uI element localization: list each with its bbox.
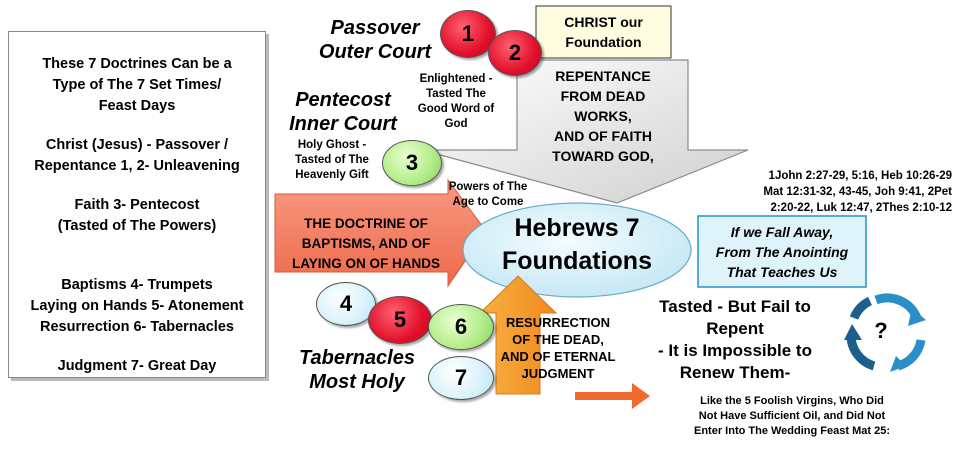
enlightened-text: Enlightened - Tasted The Good Word of Go… bbox=[417, 73, 495, 130]
small-right-arrow bbox=[575, 383, 650, 409]
panel-para-5: Judgment 7- Great Day bbox=[57, 358, 217, 374]
fall-away-box bbox=[697, 215, 867, 288]
circle-6: 6 bbox=[428, 304, 494, 350]
circle-4: 4 bbox=[316, 282, 376, 326]
tabernacles-title: Tabernacles Most Holy bbox=[299, 347, 415, 393]
passover-title: Passover Outer Court bbox=[318, 17, 432, 63]
powers-text: Powers of The Age to Come bbox=[448, 181, 528, 208]
circle-3: 3 bbox=[382, 140, 442, 186]
cycle-arrows-icon bbox=[844, 293, 926, 372]
center-title: Hebrews 7 Foundations bbox=[502, 214, 652, 275]
circle-7: 7 bbox=[428, 356, 494, 400]
virgins-text: Like the 5 Foolish Virgins, Who Did Not … bbox=[694, 395, 890, 437]
panel-para-1: These 7 Doctrines Can be a Type of The 7… bbox=[42, 56, 232, 114]
resurrection-text: RESURRECTION OF THE DEAD, AND OF ETERNAL… bbox=[500, 315, 616, 381]
christ-foundation-label: CHRIST our Foundation bbox=[564, 14, 643, 50]
baptisms-text: THE DOCTRINE OF BAPTISMS, AND OF LAYING … bbox=[291, 216, 440, 271]
panel-para-3: Faith 3- Pentecost (Tasted of The Powers… bbox=[57, 197, 217, 234]
circle-5: 5 bbox=[368, 296, 432, 344]
resurrection-arrow bbox=[478, 275, 558, 395]
panel-para-2: Christ (Jesus) - Passover / Repentance 1… bbox=[34, 137, 240, 174]
pentecost-title: Pentecost Inner Court bbox=[289, 89, 397, 135]
fall-away-text: If we Fall Away, From The Anointing That… bbox=[715, 224, 849, 280]
scripture-references: 1John 2:27-29, 5:16, Heb 10:26-29 Mat 12… bbox=[763, 170, 952, 214]
tasted-text: Tasted - But Fail to Repent - It is Impo… bbox=[658, 297, 812, 382]
repentance-arrow bbox=[421, 59, 749, 204]
question-mark: ? bbox=[874, 318, 888, 343]
holy-ghost-text: Holy Ghost - Tasted of The Heavenly Gift bbox=[295, 139, 369, 181]
christ-box bbox=[535, 5, 672, 59]
panel-para-4: Baptisms 4- Trumpets Laying on Hands 5- … bbox=[30, 277, 244, 335]
circle-2: 2 bbox=[488, 30, 542, 76]
repentance-text: REPENTANCE FROM DEAD WORKS, AND OF FAITH… bbox=[552, 68, 654, 164]
left-panel: These 7 Doctrines Can be a Type of The 7… bbox=[8, 31, 266, 378]
center-ellipse bbox=[462, 202, 692, 298]
circle-1: 1 bbox=[440, 10, 496, 58]
